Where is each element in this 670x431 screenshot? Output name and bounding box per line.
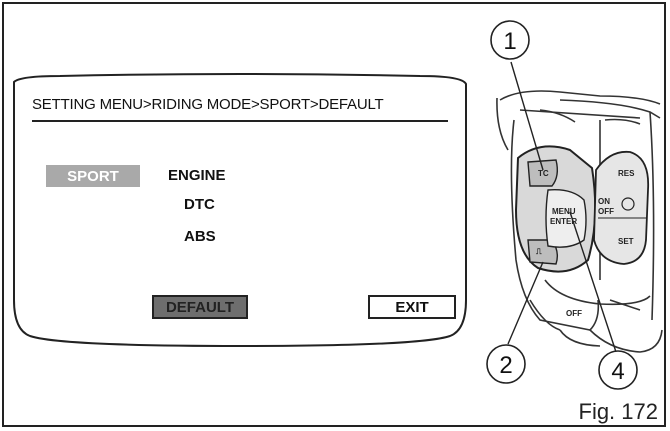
dashboard-screen-outline [13, 73, 467, 348]
callout-1: 1 [490, 20, 530, 60]
svg-text:ON: ON [598, 197, 610, 206]
svg-text:OFF: OFF [566, 309, 582, 318]
svg-text:RES: RES [618, 169, 635, 178]
riding-mode-tag: SPORT [46, 165, 140, 187]
cruise-control-pad: RES ON OFF SET OFF [566, 150, 650, 318]
figure-label: Fig. 172 [578, 399, 659, 424]
svg-text:OFF: OFF [598, 207, 614, 216]
menu-item-engine[interactable]: ENGINE [168, 167, 226, 184]
callout-4-number: 4 [611, 358, 624, 385]
svg-text:SET: SET [618, 237, 634, 246]
callout-1-number: 1 [503, 28, 516, 55]
default-button[interactable]: DEFAULT [152, 295, 248, 319]
svg-text:TC: TC [538, 169, 549, 178]
svg-text:⎍: ⎍ [535, 247, 542, 256]
svg-text:ENTER: ENTER [550, 217, 577, 226]
callout-2: 2 [486, 344, 526, 384]
menu-enter-pad: TC ⎍ MENU ENTER [514, 145, 597, 273]
menu-item-abs[interactable]: ABS [184, 228, 216, 245]
menu-item-dtc[interactable]: DTC [184, 196, 215, 213]
menu-breadcrumb: SETTING MENU>RIDING MODE>SPORT>DEFAULT [32, 96, 384, 113]
svg-text:MENU: MENU [552, 207, 576, 216]
exit-button[interactable]: EXIT [368, 295, 456, 319]
callout-4: 4 [598, 350, 638, 390]
breadcrumb-divider [32, 120, 448, 122]
callout-2-number: 2 [499, 352, 512, 379]
